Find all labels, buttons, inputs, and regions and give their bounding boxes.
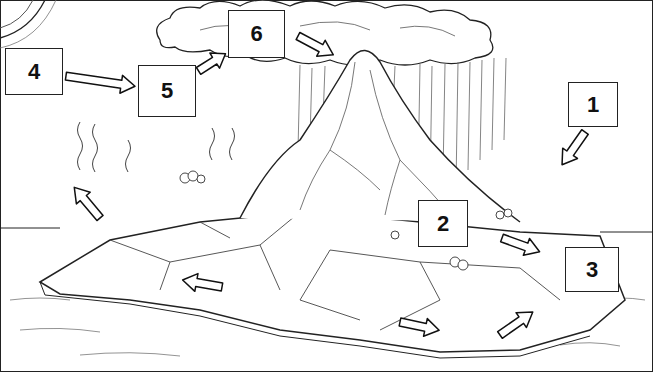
callout-box: 1 (568, 82, 618, 127)
callout-number: 1 (587, 94, 599, 116)
callout-number: 2 (437, 213, 449, 235)
block-arrow (196, 53, 225, 74)
callout-number: 3 (586, 259, 598, 281)
callout-box: 4 (5, 48, 63, 95)
block-arrow (65, 72, 135, 93)
callout-box: 2 (418, 200, 468, 247)
callout-box: 3 (565, 247, 619, 292)
callout-number: 4 (28, 61, 40, 83)
callout-box: 6 (228, 10, 285, 58)
callout-number: 6 (250, 23, 262, 45)
callout-box: 5 (138, 65, 196, 117)
callout-number: 5 (161, 80, 173, 102)
